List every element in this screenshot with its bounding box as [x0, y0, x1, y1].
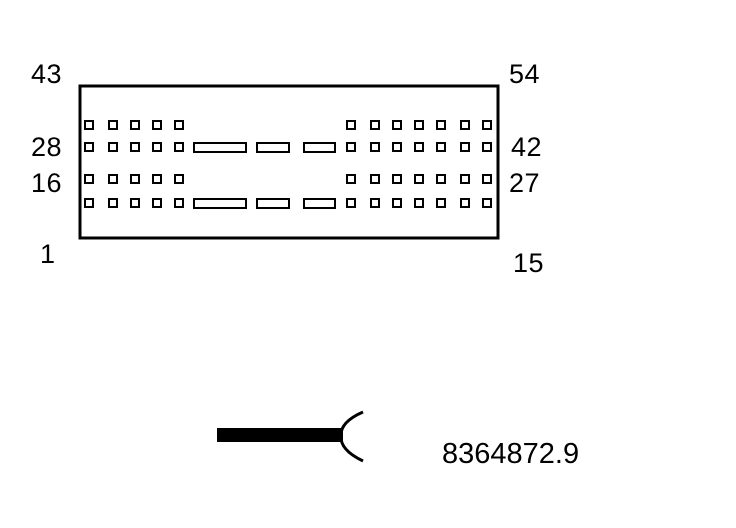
power-pin-slot [303, 142, 336, 153]
pin-label-28: 28 [31, 132, 63, 162]
pin-cavity [370, 198, 380, 208]
pin-cavity [84, 198, 94, 208]
pin-cavity [370, 120, 380, 130]
pin-cavity [414, 142, 424, 152]
pin-cavity [346, 142, 356, 152]
pin-cavity [108, 174, 118, 184]
connector-symbol-icon [217, 410, 364, 463]
power-pin-slot [256, 142, 290, 153]
pin-cavity [130, 142, 140, 152]
pin-label-15: 15 [513, 248, 545, 278]
pin-cavity [460, 198, 470, 208]
pin-cavity [482, 120, 492, 130]
pin-cavity [84, 120, 94, 130]
pin-cavity [392, 174, 402, 184]
pin-cavities [84, 120, 492, 209]
pin-cavity [460, 174, 470, 184]
pin-cavity [174, 174, 184, 184]
figure-number: 8364872.9 [442, 438, 580, 470]
pin-cavity [414, 198, 424, 208]
pin-cavity [130, 198, 140, 208]
pin-cavity [174, 198, 184, 208]
pin-cavity [482, 142, 492, 152]
pin-cavity [414, 120, 424, 130]
pin-cavity [174, 142, 184, 152]
pin-cavity [152, 198, 162, 208]
power-pin-slot [193, 198, 247, 209]
pin-cavity [346, 120, 356, 130]
pin-cavity [482, 174, 492, 184]
pin-cavity [436, 142, 446, 152]
pin-cavity [414, 174, 424, 184]
pin-cavity [346, 198, 356, 208]
pin-cavity [108, 142, 118, 152]
pin-label-42: 42 [511, 132, 543, 162]
pin-cavity [84, 174, 94, 184]
pin-cavity [482, 198, 492, 208]
pin-label-27: 27 [509, 168, 541, 198]
pin-cavity [108, 120, 118, 130]
power-pin-slot [256, 198, 290, 209]
pin-cavity [152, 120, 162, 130]
pin-cavity [130, 120, 140, 130]
pin-cavity [108, 198, 118, 208]
pin-cavity [346, 174, 356, 184]
pin-cavity [392, 142, 402, 152]
pin-label-1: 1 [40, 239, 56, 269]
pin-cavity [130, 174, 140, 184]
pin-cavity [460, 120, 470, 130]
pin-label-54: 54 [509, 59, 541, 89]
pin-cavity [392, 120, 402, 130]
pin-label-43: 43 [31, 59, 63, 89]
pin-cavity [436, 198, 446, 208]
pin-cavity [370, 174, 380, 184]
pin-cavity [152, 142, 162, 152]
pin-cavity [392, 198, 402, 208]
pin-cavity [436, 120, 446, 130]
power-pin-slot [193, 142, 247, 153]
pin-cavity [370, 142, 380, 152]
pin-cavity [174, 120, 184, 130]
pin-cavity [152, 174, 162, 184]
pin-cavity [436, 174, 446, 184]
pin-label-16: 16 [31, 168, 63, 198]
connector-housing [78, 84, 500, 240]
pin-cavity [84, 142, 94, 152]
pin-cavity [460, 142, 470, 152]
power-pin-slot [303, 198, 336, 209]
